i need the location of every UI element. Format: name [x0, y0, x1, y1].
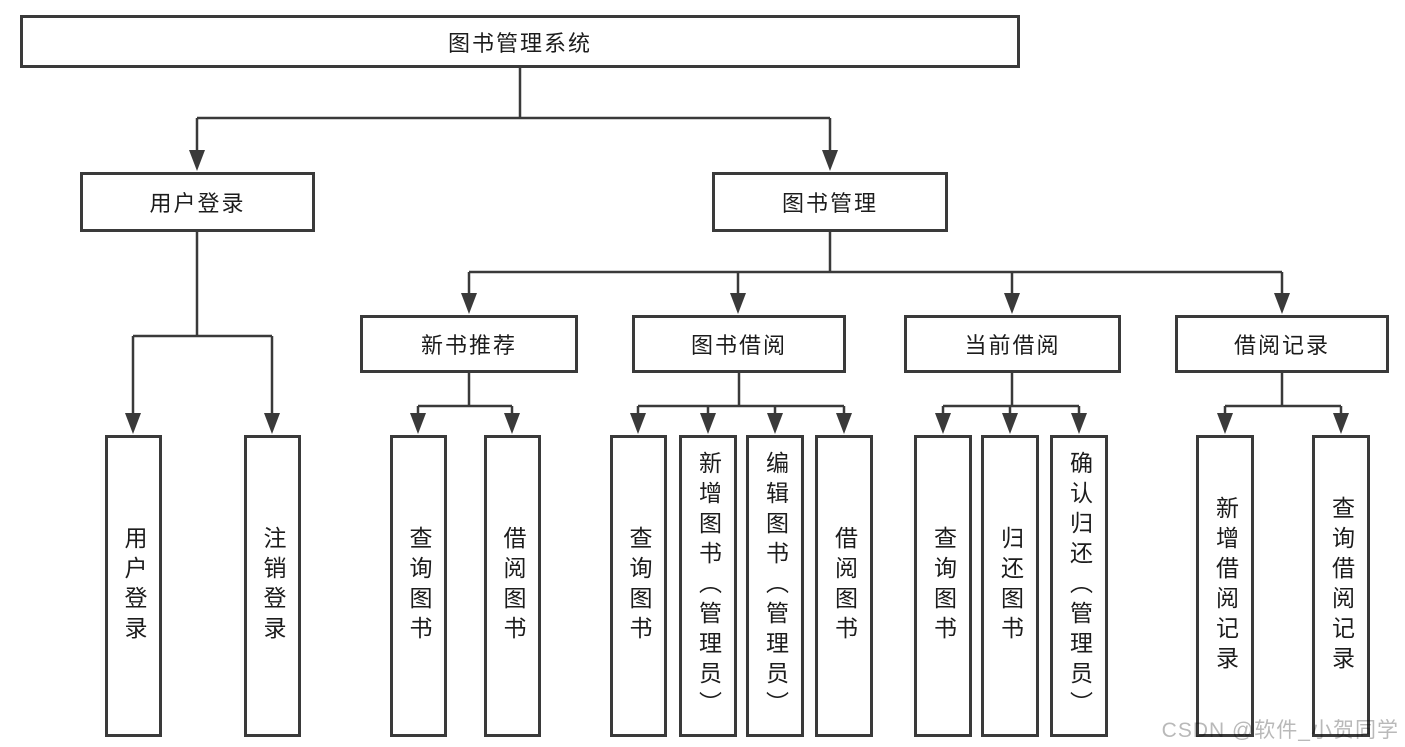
node-label: 借阅图书	[831, 526, 858, 646]
node-label: 图书管理	[781, 191, 878, 216]
node-label: 新增图书（管理员）	[695, 451, 722, 721]
node-new-book-recommend: 新书推荐	[360, 315, 578, 373]
node-label: 确认归还（管理员）	[1066, 451, 1093, 721]
leaf-edit-books-admin: 编辑图书（管理员）	[746, 435, 804, 737]
leaf-borrow-books-borrowing: 借阅图书	[815, 435, 873, 737]
node-label: 图书借阅	[690, 333, 787, 358]
node-label: 注销登录	[260, 526, 286, 646]
leaf-user-login: 用户登录	[105, 435, 162, 737]
node-user-login-branch: 用户登录	[80, 172, 315, 232]
node-label: 用户登录	[149, 191, 246, 216]
node-label: 查询图书	[626, 526, 652, 646]
leaf-query-borrow-record: 查询借阅记录	[1312, 435, 1370, 737]
leaf-return-books: 归还图书	[981, 435, 1039, 737]
node-label: 查询图书	[930, 526, 957, 646]
node-label: 归还图书	[997, 526, 1024, 646]
leaf-logout: 注销登录	[244, 435, 301, 737]
node-label: 查询借阅记录	[1328, 496, 1355, 676]
node-label: 新书推荐	[420, 333, 517, 358]
leaf-add-books-admin: 新增图书（管理员）	[679, 435, 737, 737]
node-book-management-branch: 图书管理	[712, 172, 948, 232]
node-label: 用户登录	[121, 526, 147, 646]
leaf-query-books-borrowing: 查询图书	[610, 435, 667, 737]
node-label: 借阅图书	[500, 526, 526, 646]
node-label: 图书管理系统	[447, 30, 592, 56]
node-label: 编辑图书（管理员）	[762, 451, 789, 721]
leaf-add-borrow-record: 新增借阅记录	[1196, 435, 1254, 737]
node-borrowing-records: 借阅记录	[1175, 315, 1389, 373]
leaf-query-books-recommend: 查询图书	[390, 435, 447, 737]
node-label: 当前借阅	[964, 333, 1061, 358]
node-book-borrowing: 图书借阅	[632, 315, 846, 373]
node-root-system: 图书管理系统	[20, 15, 1020, 68]
node-label: 新增借阅记录	[1212, 496, 1239, 676]
csdn-watermark: CSDN @软件_小贺同学	[1161, 719, 1399, 742]
leaf-query-books-current: 查询图书	[914, 435, 972, 737]
leaf-confirm-return-admin: 确认归还（管理员）	[1050, 435, 1108, 737]
node-current-borrowing: 当前借阅	[904, 315, 1121, 373]
node-label: 查询图书	[406, 526, 432, 646]
node-label: 借阅记录	[1233, 333, 1330, 358]
leaf-borrow-books-recommend: 借阅图书	[484, 435, 541, 737]
